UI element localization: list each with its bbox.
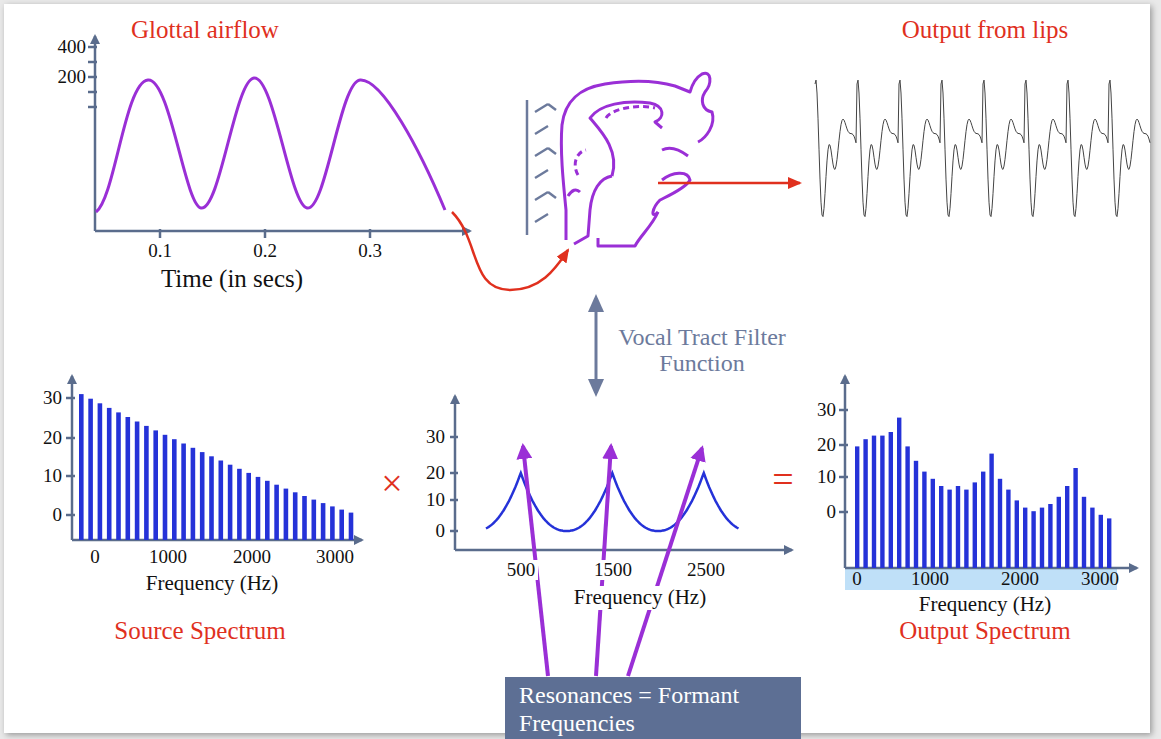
tick-label: 0.2	[253, 241, 277, 262]
output-arrow	[658, 182, 800, 185]
axis-title: Frequency (Hz)	[146, 572, 278, 595]
output-bars	[855, 418, 1111, 568]
tick-label: 2500	[684, 560, 728, 581]
tick-label: 2000	[1001, 569, 1039, 590]
tick-label: 200	[58, 67, 87, 88]
link-arrow	[595, 298, 598, 393]
leader-arrows	[523, 446, 702, 676]
tick-label: 0	[852, 569, 862, 590]
tick-label: 30	[43, 388, 62, 409]
output-waveform	[815, 80, 1150, 217]
tick-label: 10	[817, 467, 836, 488]
tick-label: 20	[426, 463, 445, 484]
axis-title: Frequency (Hz)	[571, 586, 709, 609]
source-bars	[79, 394, 353, 540]
tick-label: 0	[90, 547, 100, 568]
tick-label: 30	[426, 427, 445, 448]
axis-title: Time (in secs)	[161, 265, 303, 293]
callout-text: Resonances = Formant Frequencies	[519, 682, 751, 737]
tick-label: 20	[817, 435, 836, 456]
tick-label: 2000	[233, 547, 271, 568]
panel-title: Output Spectrum	[899, 617, 1071, 645]
tick-label: 10	[426, 490, 445, 511]
source-axes	[66, 376, 362, 540]
tick-label: 1000	[149, 547, 187, 568]
stage-label: Vocal Tract Filter Function	[597, 324, 807, 377]
tick-label: 0	[53, 505, 63, 526]
tick-label: 0	[436, 521, 446, 542]
tick-label: 0.1	[148, 241, 172, 262]
output-axes	[839, 376, 1137, 568]
callout-box: Resonances = Formant Frequencies	[505, 677, 801, 739]
tick-label: 20	[43, 428, 62, 449]
tick-label: 500	[504, 560, 539, 581]
glottal-axes	[88, 36, 470, 238]
glottal-waveform	[96, 78, 445, 212]
axis-title: Frequency (Hz)	[919, 593, 1051, 616]
operator-symbol: =	[772, 459, 793, 501]
tick-label: 0.3	[358, 241, 382, 262]
vertebrae	[527, 100, 556, 235]
tick-label: 0	[827, 502, 837, 523]
flow-arrow	[452, 212, 568, 290]
filter-axes	[450, 396, 792, 550]
tick-label: 30	[817, 400, 836, 421]
axis-band	[845, 568, 1117, 590]
tick-label: 400	[58, 37, 87, 58]
tick-label: 3000	[316, 547, 354, 568]
operator-symbol: ×	[381, 463, 402, 505]
panel-title: Output from lips	[902, 16, 1069, 44]
tick-label: 10	[43, 466, 62, 487]
tick-label: 1000	[911, 569, 949, 590]
panel-title: Source Spectrum	[114, 617, 285, 645]
tick-label: 3000	[1081, 569, 1119, 590]
panel-title: Glottal airflow	[131, 16, 279, 44]
vocal-tract	[561, 73, 713, 246]
filter-curve	[486, 473, 739, 531]
tick-label: 1500	[591, 560, 635, 581]
